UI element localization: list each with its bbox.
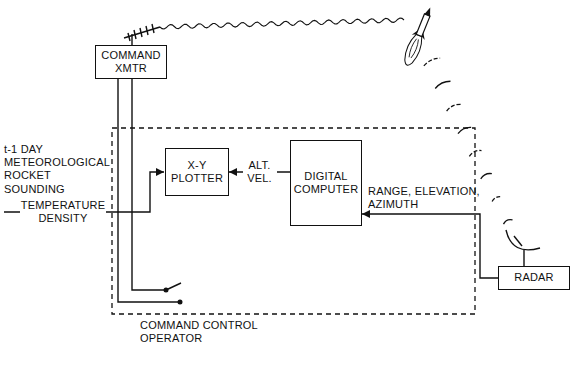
box-label: RADAR <box>514 271 554 284</box>
radar-pulse <box>424 58 440 66</box>
radar-pulse <box>503 220 512 225</box>
box-label: COMMAND XMTR <box>100 49 162 75</box>
box-label: X-Y PLOTTER <box>170 159 224 185</box>
signal-label: RANGE, ELEVATION, AZIMUTH <box>368 185 488 211</box>
radar-dish <box>506 230 540 266</box>
plotter-box: X-Y PLOTTER <box>165 148 229 196</box>
radar-pulse <box>435 81 450 88</box>
computer-box: DIGITAL COMPUTER <box>290 140 362 226</box>
operator-label: COMMAND CONTROL OPERATOR <box>140 319 264 345</box>
radar-beam <box>424 58 513 224</box>
box-label: DIGITAL COMPUTER <box>294 170 359 196</box>
command-link <box>160 18 404 29</box>
rocket <box>401 5 437 68</box>
radar-pulse <box>481 174 492 179</box>
radar-pulse <box>492 197 502 202</box>
system-boundary <box>112 128 475 314</box>
signal-label: ALT. VEL. <box>243 159 277 185</box>
radar-pulse <box>447 104 461 111</box>
radar-pulse <box>458 127 471 133</box>
radar-pulse <box>469 150 481 156</box>
antenna <box>124 24 160 45</box>
signal-arrow <box>362 214 498 278</box>
transmitter-box: COMMAND XMTR <box>95 45 167 79</box>
radar-box: RADAR <box>498 266 570 290</box>
source-note: t-1 DAY METEOROLOGICAL ROCKET SOUNDING <box>4 143 110 196</box>
signal-label: TEMPERATURE DENSITY <box>20 199 106 225</box>
